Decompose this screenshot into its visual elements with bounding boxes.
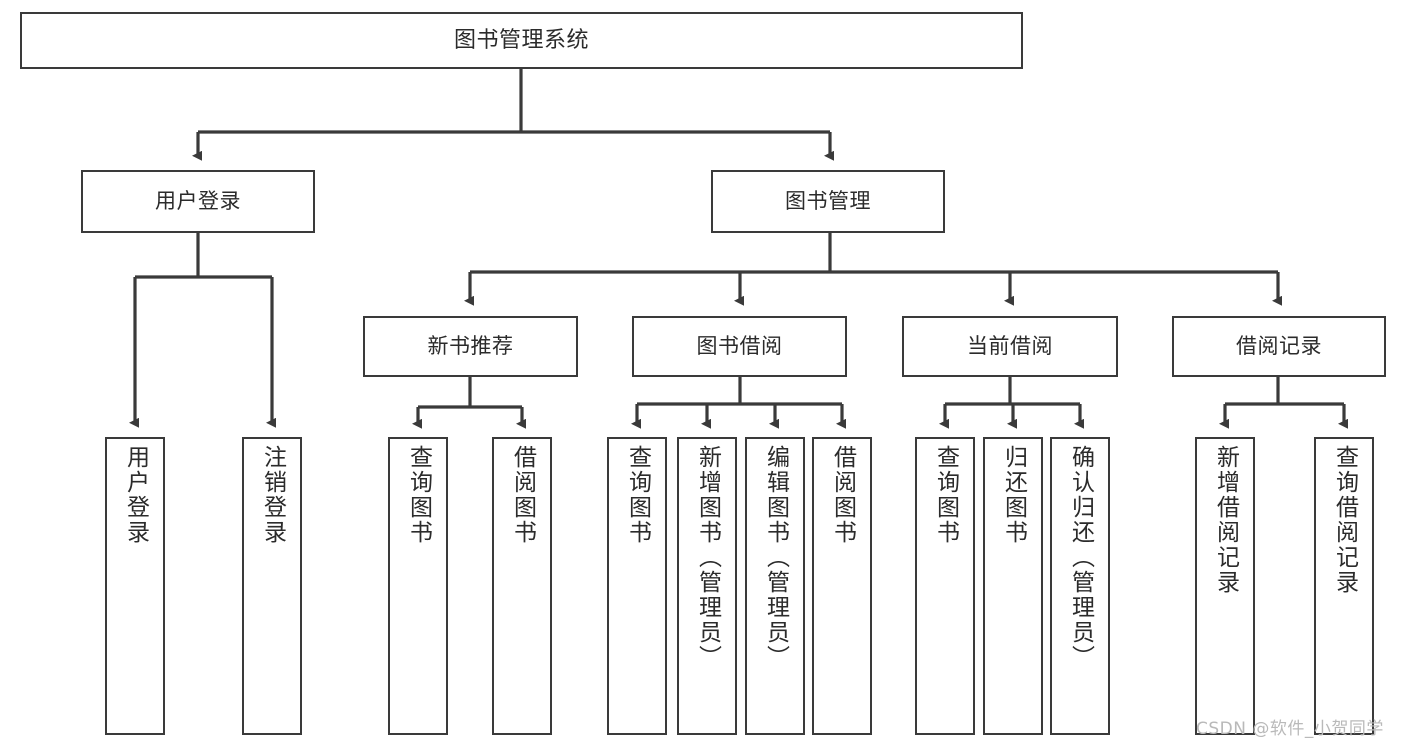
node-leaf-query-book-3[interactable]: 查询图书 bbox=[915, 437, 975, 735]
node-label: 新增借阅记录 bbox=[1212, 445, 1239, 595]
node-label: 查询图书 bbox=[405, 445, 432, 545]
node-label: 借阅图书 bbox=[509, 445, 536, 545]
node-leaf-add-record[interactable]: 新增借阅记录 bbox=[1195, 437, 1255, 735]
csdn-watermark: CSDN @软件_小贺同学 bbox=[1196, 719, 1384, 739]
node-label: 图书管理 bbox=[785, 189, 871, 214]
node-leaf-borrow-book-1[interactable]: 借阅图书 bbox=[492, 437, 552, 735]
node-label: 确认归还（管理员） bbox=[1067, 445, 1094, 670]
node-user-login[interactable]: 用户登录 bbox=[81, 170, 315, 233]
node-label: 归还图书 bbox=[1000, 445, 1027, 545]
node-label: 当前借阅 bbox=[967, 334, 1053, 359]
node-label: 借阅图书 bbox=[829, 445, 856, 545]
node-current-borrow[interactable]: 当前借阅 bbox=[902, 316, 1118, 377]
node-label: 用户登录 bbox=[122, 445, 149, 545]
node-label: 注销登录 bbox=[259, 445, 286, 545]
node-leaf-return-book[interactable]: 归还图书 bbox=[983, 437, 1043, 735]
node-borrow-record[interactable]: 借阅记录 bbox=[1172, 316, 1386, 377]
node-leaf-query-record[interactable]: 查询借阅记录 bbox=[1314, 437, 1374, 735]
node-leaf-edit-book[interactable]: 编辑图书（管理员） bbox=[745, 437, 805, 735]
node-book-borrow[interactable]: 图书借阅 bbox=[632, 316, 847, 377]
node-label: 图书借阅 bbox=[696, 334, 783, 359]
node-label: 新书推荐 bbox=[427, 334, 514, 359]
node-leaf-add-book[interactable]: 新增图书（管理员） bbox=[677, 437, 737, 735]
node-label: 新增图书（管理员） bbox=[694, 445, 721, 670]
node-root-book-management-system[interactable]: 图书管理系统 bbox=[20, 12, 1023, 69]
node-label: 查询图书 bbox=[932, 445, 959, 545]
node-label: 查询图书 bbox=[624, 445, 651, 545]
node-leaf-logout-login[interactable]: 注销登录 bbox=[242, 437, 302, 735]
node-new-book-recommend[interactable]: 新书推荐 bbox=[363, 316, 578, 377]
node-book-manage[interactable]: 图书管理 bbox=[711, 170, 945, 233]
node-leaf-query-book-1[interactable]: 查询图书 bbox=[388, 437, 448, 735]
node-label: 编辑图书（管理员） bbox=[762, 445, 789, 670]
node-leaf-user-login[interactable]: 用户登录 bbox=[105, 437, 165, 735]
node-label: 查询借阅记录 bbox=[1331, 445, 1358, 595]
node-label: 用户登录 bbox=[155, 189, 241, 214]
node-leaf-query-book-2[interactable]: 查询图书 bbox=[607, 437, 667, 735]
node-leaf-confirm-return[interactable]: 确认归还（管理员） bbox=[1050, 437, 1110, 735]
node-leaf-borrow-book-2[interactable]: 借阅图书 bbox=[812, 437, 872, 735]
node-label: 借阅记录 bbox=[1236, 334, 1322, 359]
node-label: 图书管理系统 bbox=[453, 27, 589, 53]
